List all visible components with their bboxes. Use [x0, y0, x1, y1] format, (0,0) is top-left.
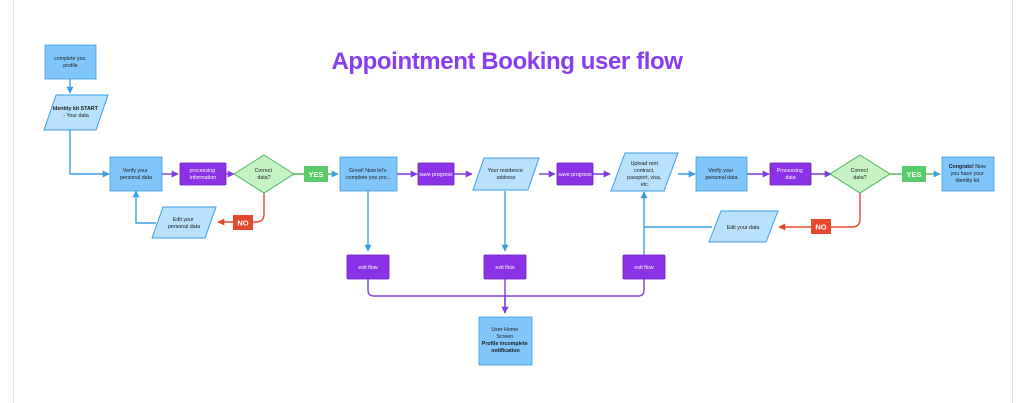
- svg-text:Upload rent contract,: Upload rent contract, passport, visa, et…: [627, 161, 663, 188]
- node-label: Profile incomplete: [482, 341, 528, 347]
- svg-text:Processing data: Processing data: [777, 168, 805, 181]
- node-label: Great! Now let's: [349, 168, 387, 174]
- node-label: Processing: [777, 168, 803, 174]
- node-label: etc.: [641, 182, 650, 188]
- svg-text:Congrats! Now you hace y: Congrats! Now you hace your identity kit…: [949, 164, 988, 184]
- node-decision-correct-data-2[interactable]: Correct data?: [829, 154, 891, 194]
- node-congrats[interactable]: Congrats! Now you hace your identity kit…: [941, 156, 995, 192]
- node-label: address: [497, 175, 516, 181]
- yes-label: YES: [906, 170, 921, 179]
- node-label: Edit your data: [727, 225, 760, 231]
- arrow-exit-flows-to-home: [367, 279, 645, 313]
- node-label: notification: [491, 348, 520, 354]
- node-save-progress-1[interactable]: save progress: [417, 162, 455, 186]
- node-exit-flow-2[interactable]: exit flow: [483, 254, 527, 280]
- no-label: NO: [237, 219, 248, 228]
- whiteboard-canvas: Appointment Booking user flow: [13, 0, 1013, 403]
- flow-diagram: Appointment Booking user flow: [43, 44, 995, 366]
- no-badge-2: NO: [811, 219, 831, 234]
- svg-text:Correct data?: Correct data?: [255, 168, 274, 181]
- node-edit-your-data[interactable]: Edit your data: [708, 210, 779, 243]
- node-label: complete you pro...: [346, 175, 391, 181]
- node-label: personal data: [168, 224, 200, 230]
- svg-text:Edit your personal data: Edit your personal data: [168, 217, 200, 230]
- node-great-complete-profile[interactable]: Great! Now let's complete you pro...: [339, 156, 398, 192]
- arrow-edit-to-verify: [132, 190, 156, 224]
- node-label: contract,: [634, 168, 654, 174]
- node-label: save progress: [419, 172, 453, 178]
- node-label: Identity kit START: [53, 106, 99, 112]
- node-verify-personal-data-2[interactable]: Verify your personal data: [695, 156, 748, 192]
- node-processing-information[interactable]: processing information: [179, 162, 227, 186]
- node-label: exit flow: [358, 265, 377, 271]
- node-label: Correct: [851, 168, 869, 174]
- node-label: identity kit.: [955, 178, 980, 184]
- node-processing-data[interactable]: Processing data: [769, 162, 812, 186]
- arrow-decision-no: [217, 192, 265, 226]
- node-identity-kit-start[interactable]: Identity kit START - Your data: [43, 94, 109, 131]
- node-decision-correct-data-1[interactable]: Correct data?: [233, 154, 295, 194]
- connectors: [66, 79, 941, 314]
- svg-text:Your residence address: Your residence address: [488, 168, 525, 181]
- node-label: data?: [853, 175, 866, 181]
- yes-badge-1: YES: [304, 166, 328, 182]
- node-label: processing: [189, 168, 215, 174]
- node-label: Your residence: [488, 168, 523, 174]
- svg-text:Correct data?: Correct data?: [851, 168, 870, 181]
- node-label: data?: [257, 175, 270, 181]
- node-label: Correct: [255, 168, 273, 174]
- node-label: passport, visa,: [627, 175, 661, 181]
- node-label: exit flow: [495, 265, 514, 271]
- arrow-decision-no-2: [778, 193, 861, 231]
- diagram-title: Appointment Booking user flow: [331, 48, 683, 75]
- node-label: exit flow: [634, 265, 653, 271]
- node-label: data: [785, 175, 795, 181]
- node-label: you hace your: [951, 171, 985, 177]
- no-label: NO: [815, 223, 826, 232]
- svg-text:Identity kit START - You: Identity kit START - Your data: [53, 106, 100, 119]
- svg-text:complete you profile: complete you profile: [54, 56, 87, 69]
- node-label: personal data: [120, 175, 152, 181]
- node-label: personal data: [705, 175, 737, 181]
- node-verify-personal-data-1[interactable]: Verify your personal data: [109, 156, 163, 192]
- node-label: Verify your: [123, 168, 148, 174]
- no-badge-1: NO: [233, 215, 253, 230]
- node-label: - Your data: [63, 113, 89, 119]
- node-label: Now: [974, 164, 986, 170]
- node-label: profile: [63, 63, 77, 69]
- svg-text:User Home Screen P: User Home Screen Profile incomplete noti…: [482, 327, 529, 354]
- node-save-progress-2[interactable]: save progress: [556, 162, 594, 186]
- yes-badge-2: YES: [902, 166, 926, 182]
- node-label: Edit your: [173, 217, 194, 223]
- node-label: Screen: [496, 334, 513, 340]
- node-label: information: [190, 175, 216, 181]
- node-label: complete you: [54, 56, 86, 62]
- node-label: User Home: [491, 327, 518, 333]
- svg-text:Verify your personal dat: Verify your personal data: [120, 168, 152, 181]
- node-label: Verify your: [708, 168, 733, 174]
- node-edit-personal-data[interactable]: Edit your personal data: [151, 206, 217, 239]
- arrow-start-to-verify: [69, 130, 110, 178]
- svg-text:Verify your personal dat: Verify your personal data: [705, 168, 737, 181]
- svg-text:processing information: processing information: [189, 168, 216, 181]
- node-user-home-screen[interactable]: User Home Screen Profile incomplete noti…: [478, 316, 533, 366]
- node-label: Upload rent: [631, 161, 659, 167]
- node-exit-flow-1[interactable]: exit flow: [346, 254, 390, 280]
- svg-text:Great! Now let's complet: Great! Now let's complete you pro...: [346, 168, 391, 181]
- node-upload-rent-contract[interactable]: Upload rent contract, passport, visa, et…: [610, 152, 679, 192]
- node-label: Congrats!: [949, 164, 974, 170]
- node-label: save progress: [558, 172, 592, 178]
- node-exit-flow-3[interactable]: exit flow: [622, 254, 666, 280]
- node-complete-profile[interactable]: complete you profile: [44, 44, 97, 80]
- node-residence-address[interactable]: Your residence address: [472, 157, 540, 191]
- yes-label: YES: [308, 170, 323, 179]
